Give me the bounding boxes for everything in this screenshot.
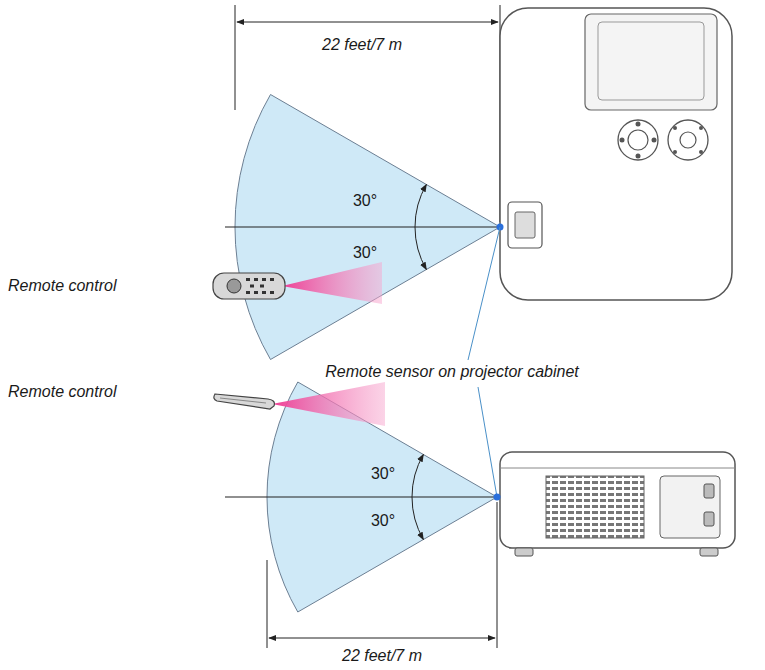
angle-arc [412,497,423,540]
extension-line [267,560,268,648]
angle-arc [415,185,426,228]
angle-label: 30° [371,511,395,530]
axis-line [225,496,497,497]
leader-line [478,387,497,497]
extension-line [235,5,236,110]
part-label: Remote control [8,276,117,295]
remote-control-side [214,394,275,409]
angle-label: 30° [371,464,395,483]
part-label: Remote control [8,382,117,401]
dimension-label: 22 feet/7 m [322,35,402,54]
sensor-dot [494,494,501,501]
leader-line [468,227,500,360]
axis-line [225,226,500,227]
projector-side-view [500,452,735,556]
projector-top-view [500,8,732,300]
ir-beam [272,382,385,426]
ir-beam [282,262,382,304]
dimension-line [237,22,498,23]
angle-label: 30° [353,243,377,262]
part-label: Remote sensor on projector cabinet [325,362,578,381]
dimension-label: 22 feet/7 m [342,646,422,665]
remote-control-top [213,273,285,299]
angle-arc [412,455,423,498]
dimension-line [269,638,495,639]
extension-line [497,502,498,648]
angle-label: 30° [353,191,377,210]
angle-arc [415,227,426,270]
